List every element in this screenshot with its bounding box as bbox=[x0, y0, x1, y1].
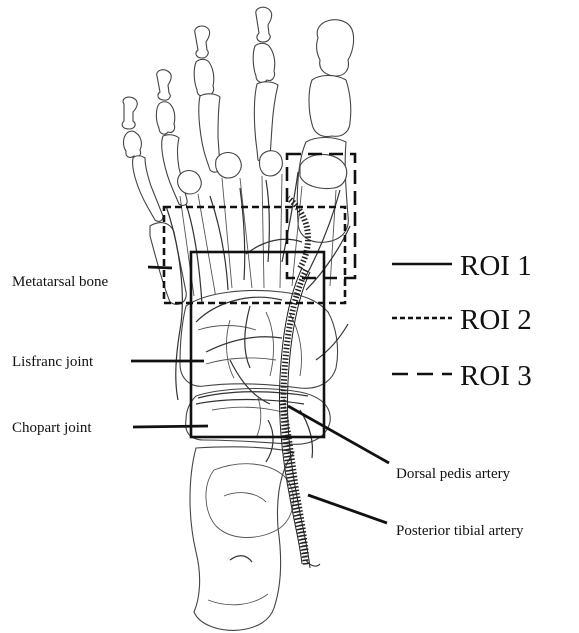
lisfranc-joint-label: Lisfranc joint bbox=[12, 354, 94, 370]
calcaneus bbox=[190, 447, 294, 631]
dorsal-pedis-artery-label: Dorsal pedis artery bbox=[396, 466, 511, 482]
legend-label-roi-1: ROI 1 bbox=[460, 250, 532, 282]
legend-item-roi-3: ROI 3 bbox=[392, 360, 532, 392]
metatarsal-bone-label: Metatarsal bone bbox=[12, 274, 109, 290]
legend-label-roi-2: ROI 2 bbox=[460, 304, 532, 336]
chopart-leader bbox=[133, 426, 208, 427]
legend-item-roi-2: ROI 2 bbox=[392, 304, 532, 336]
foot-illustration bbox=[122, 7, 353, 630]
toe-3 bbox=[194, 26, 220, 172]
posterior-tibial-artery-label: Posterior tibial artery bbox=[396, 523, 524, 539]
legend-label-roi-3: ROI 3 bbox=[460, 360, 532, 392]
toe-2 bbox=[253, 7, 278, 162]
posterior-tibial-leader bbox=[308, 495, 387, 523]
roi-legend: ROI 1 ROI 2 ROI 3 bbox=[392, 250, 532, 392]
metatarsal-leader bbox=[148, 267, 172, 268]
legend-item-roi-1: ROI 1 bbox=[392, 250, 532, 282]
chopart-joint-label: Chopart joint bbox=[12, 420, 92, 436]
